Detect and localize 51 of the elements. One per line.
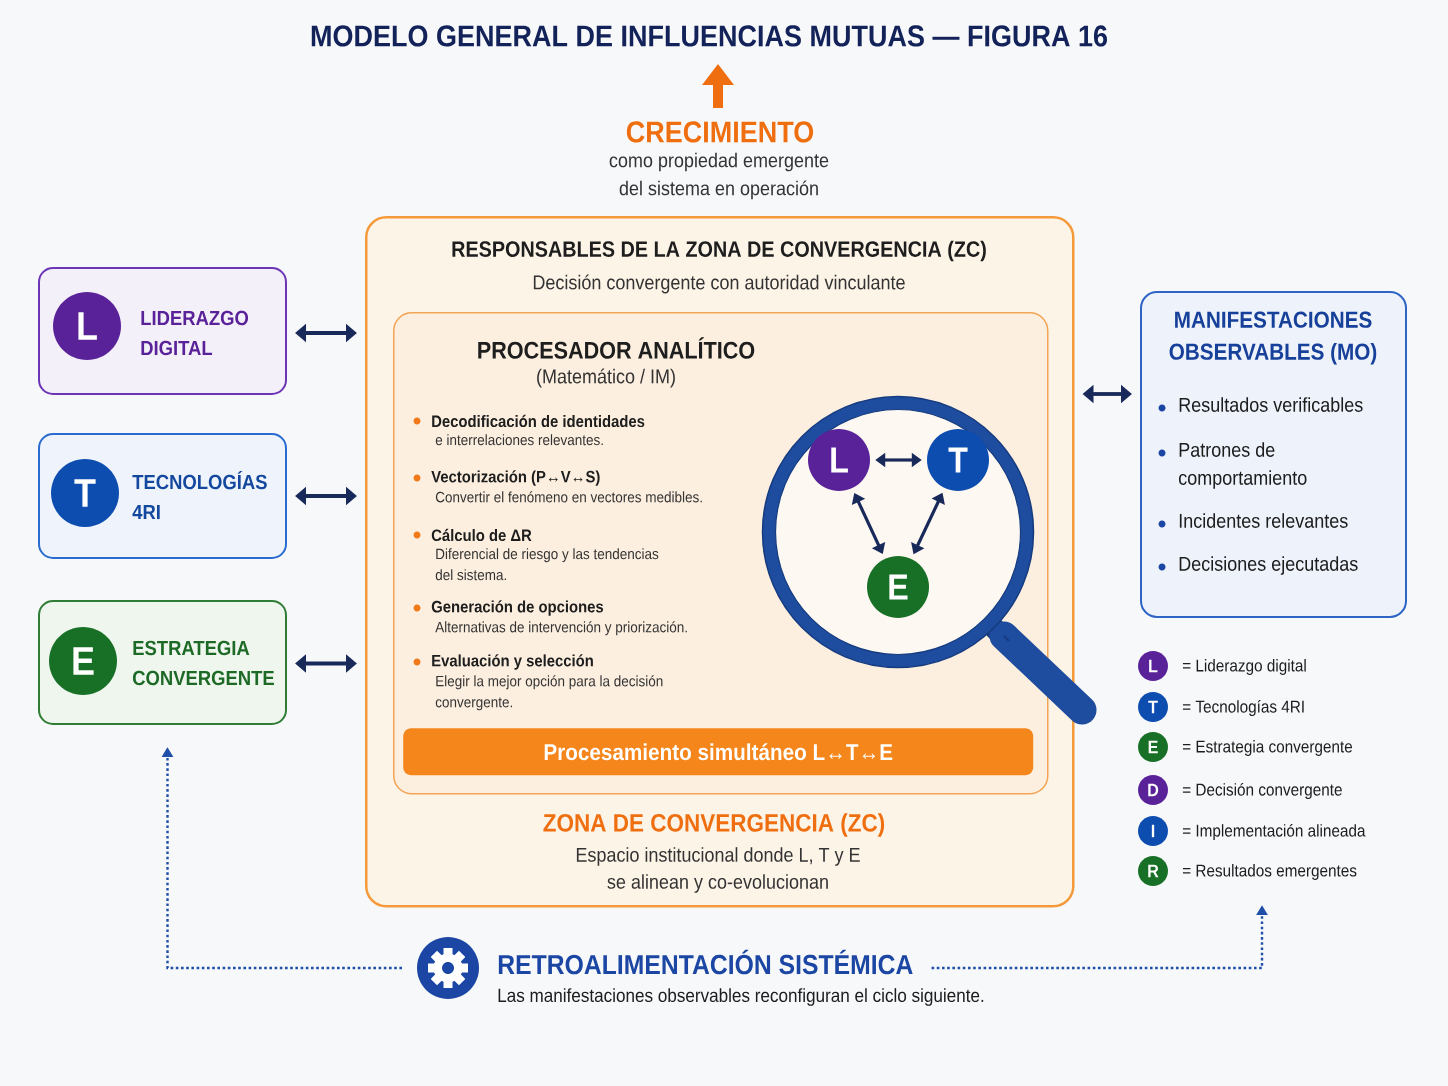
heading: PROCESADOR ANALÍTICO bbox=[478, 337, 755, 359]
list-item: Decisiones ejecutadas bbox=[1179, 556, 1358, 575]
letter-badge: E bbox=[1138, 732, 1168, 762]
item-text: Elegir la mejor opción para la decisión convergente. bbox=[435, 675, 663, 711]
letter-badge: R bbox=[1138, 856, 1168, 886]
heading: RETROALIMENTACIÓN SISTÉMICA bbox=[498, 949, 913, 975]
list-item: Patrones de comportamiento bbox=[1179, 442, 1307, 489]
double-arrow bbox=[295, 654, 357, 673]
double-arrow bbox=[295, 323, 357, 343]
letter-badge: I bbox=[1138, 816, 1168, 846]
subtitle: como propiedad emergente del sistema en operación bbox=[609, 152, 829, 200]
highlight-bar: Procesamiento simultáneo L↔T↔E bbox=[403, 728, 1034, 776]
item-heading: Vectorización (P↔V↔S) bbox=[431, 470, 600, 486]
item-text: Convertir el fenómeno en vectores medibles. bbox=[435, 491, 702, 503]
double-arrow bbox=[295, 486, 357, 506]
list-item: Resultados verificables bbox=[1179, 397, 1363, 412]
box-title: LIDERAZGO DIGITAL bbox=[141, 310, 249, 356]
legend-text: = Estrategia convergente bbox=[1182, 740, 1353, 756]
legend-text: = Resultados emergentes bbox=[1182, 864, 1357, 880]
letter-badge: L bbox=[1138, 651, 1168, 681]
description: Espacio institucional donde L, T y E se alinean y co-evolucionan bbox=[576, 847, 860, 893]
letter-badge: T bbox=[927, 429, 989, 491]
item-text: Diferencial de riesgo y las tendencias del sistema. bbox=[435, 548, 659, 581]
heading: MANIFESTACIONES OBSERVABLES (MO) bbox=[1169, 311, 1377, 365]
item-heading: Decodificación de identidades bbox=[432, 414, 645, 428]
item-heading: Evaluación y selección bbox=[432, 654, 593, 670]
letter-badge: L bbox=[808, 429, 870, 491]
legend-text: = Tecnologías 4RI bbox=[1182, 700, 1304, 716]
item-heading: Generación de opciones bbox=[431, 600, 604, 616]
letter-badge: D bbox=[1138, 775, 1168, 805]
subtitle: Decisión convergente con autoridad vinculante bbox=[533, 274, 905, 294]
legend-text: = Liderazgo digital bbox=[1182, 659, 1306, 675]
legend-text: = Decisión convergente bbox=[1182, 783, 1342, 799]
heading: RESPONSABLES DE LA ZONA DE CONVERGENCIA (ZC) bbox=[452, 240, 986, 262]
box-title: TECNOLOGÍAS 4RI bbox=[132, 470, 267, 520]
subtitle: (Matemático / IM) bbox=[537, 368, 675, 388]
letter-badge: T bbox=[1138, 692, 1168, 722]
item-heading: Cálculo de ΔR bbox=[431, 528, 532, 542]
item-text: e interrelaciones relevantes. bbox=[435, 434, 603, 446]
list-item: Incidentes relevantes bbox=[1179, 513, 1348, 528]
letter-badge: T bbox=[51, 459, 119, 527]
box-title: ESTRATEGIA CONVERGENTE bbox=[132, 640, 274, 686]
note-text: Las manifestaciones observables reconfiguran el ciclo siguiente. bbox=[498, 988, 984, 1006]
letter-badge: L bbox=[53, 292, 121, 360]
legend-text: = Implementación alineada bbox=[1182, 824, 1366, 840]
letter-badge: E bbox=[49, 627, 117, 695]
letter-badge: E bbox=[867, 556, 929, 618]
heading: ZONA DE CONVERGENCIA (ZC) bbox=[543, 813, 885, 837]
title: MODELO GENERAL DE INFLUENCIAS MUTUAS — FIGURA 16 bbox=[311, 25, 1107, 47]
item-text: Alternativas de intervención y priorización. bbox=[435, 621, 687, 636]
heading: CRECIMIENTO bbox=[626, 121, 814, 143]
